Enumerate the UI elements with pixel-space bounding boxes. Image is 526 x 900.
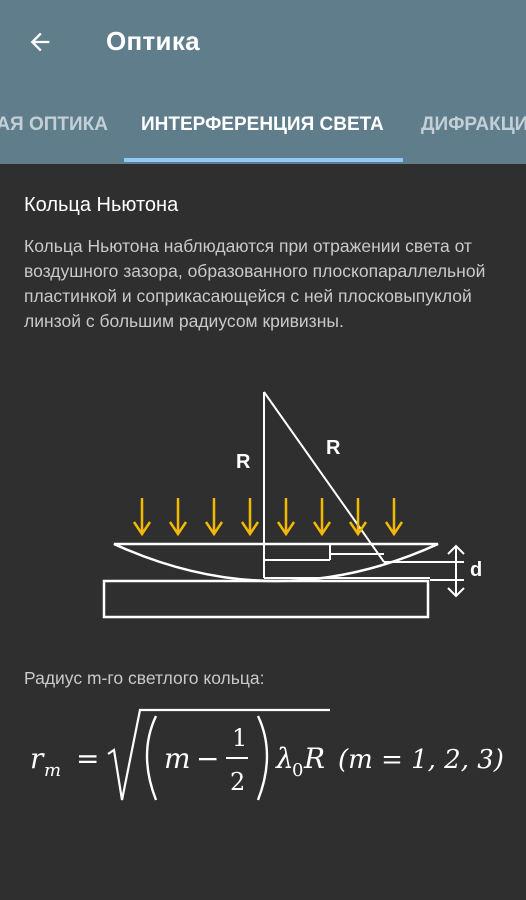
formula-den: 2 [230,768,245,796]
radical-sign [107,708,330,801]
light-arrows [132,498,404,537]
d-arrow-down [447,587,465,598]
back-button[interactable] [16,20,64,64]
section-description: Кольца Ньютона наблюдаются при отражении… [24,236,486,331]
light-arrow-head-3 [240,521,260,537]
radius-formula: r m = m − 1 2 λ 0 R (m = 1, 2, 3) [30,708,504,801]
glass-plate [102,579,430,619]
formula-r: R [303,742,325,775]
formula-lhs-sub: m [44,760,61,781]
section-heading: Кольца Ньютона [24,194,179,216]
page-title: Оптика [106,26,200,56]
right-paren [256,715,269,801]
radius-label: Радиус m-го светлого кольца: [24,668,265,688]
toolbar: Оптика [0,0,526,86]
app-bar: Оптика ЛУЧЕВАЯ ОПТИКА ИНТЕРФЕРЕНЦИЯ СВЕТ… [0,0,526,164]
label-r-right: R [326,437,341,459]
slanted-radius-line [263,391,385,563]
tab-indicator [124,158,403,162]
label-d: d [470,559,482,581]
formula-m: m [164,742,191,775]
light-arrow-head-1 [168,521,188,537]
content-area: Кольца Ньютона Кольца Ньютона наблюдаютс… [0,164,526,900]
formula-equals: = [76,742,99,775]
light-arrow-head-6 [348,521,368,537]
tab-interference[interactable]: ИНТЕРФЕРЕНЦИЯ СВЕТА [141,114,384,135]
tab-ray-optics[interactable]: ЛУЧЕВАЯ ОПТИКА [0,114,108,135]
light-arrow-head-2 [204,521,224,537]
d-arrow-up [447,544,465,555]
formula-lambda: λ [275,742,294,775]
tab-diffraction[interactable]: ДИФРАКЦИЯ СВЕТА [421,114,526,135]
label-r-left: R [236,451,251,473]
formula-lambda-sub: 0 [292,760,303,781]
arrow-left-icon [30,32,50,52]
formula-condition: (m = 1, 2, 3) [338,745,504,775]
light-arrow-head-7 [384,521,404,537]
newton-rings-diagram: R R d [102,391,482,619]
light-arrow-head-0 [132,521,152,537]
formula-minus: − [196,742,219,775]
formula-lhs: r [30,742,45,775]
left-paren [145,715,158,801]
light-arrow-head-4 [276,521,296,537]
tab-bar: ЛУЧЕВАЯ ОПТИКА ИНТЕРФЕРЕНЦИЯ СВЕТА ДИФРА… [0,86,526,164]
formula-num: 1 [232,724,247,752]
light-arrow-head-5 [312,521,332,537]
